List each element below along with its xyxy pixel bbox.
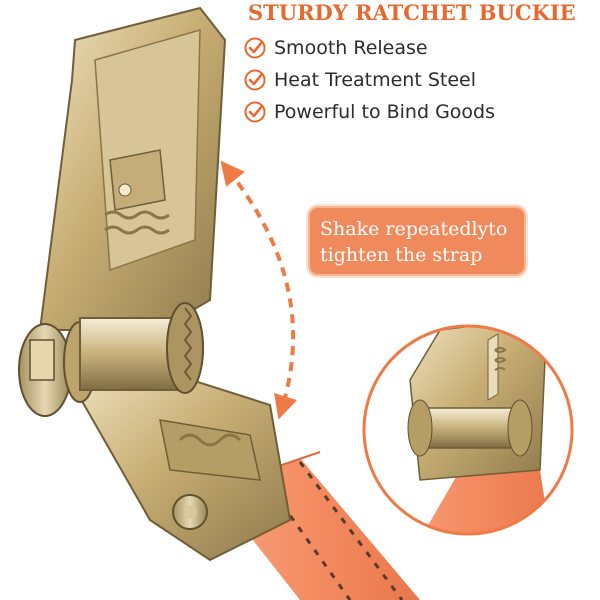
feature-label: Heat Treatment Steel	[274, 69, 476, 91]
feature-label: Smooth Release	[274, 37, 428, 59]
detail-inset	[362, 324, 574, 536]
callout-line-1: Shake repeatedlyto	[320, 218, 508, 240]
check-icon	[244, 101, 266, 123]
motion-arrow	[220, 160, 298, 420]
axle-assembly	[18, 302, 204, 417]
feature-item: Heat Treatment Steel	[244, 64, 495, 96]
feature-list: Smooth Release Heat Treatment Steel Powe…	[244, 32, 495, 128]
instruction-callout: Shake repeatedlyto tighten the strap	[308, 206, 526, 276]
feature-item: Smooth Release	[244, 32, 495, 64]
feature-label: Powerful to Bind Goods	[274, 101, 495, 123]
base-plate	[68, 368, 292, 562]
feature-item: Powerful to Bind Goods	[244, 96, 495, 128]
callout-line-2: tighten the strap	[320, 244, 483, 266]
check-icon	[244, 37, 266, 59]
ratchet-handle	[38, 6, 227, 337]
product-title: STURDY RATCHET BUCKIE	[248, 0, 576, 25]
check-icon	[244, 69, 266, 91]
